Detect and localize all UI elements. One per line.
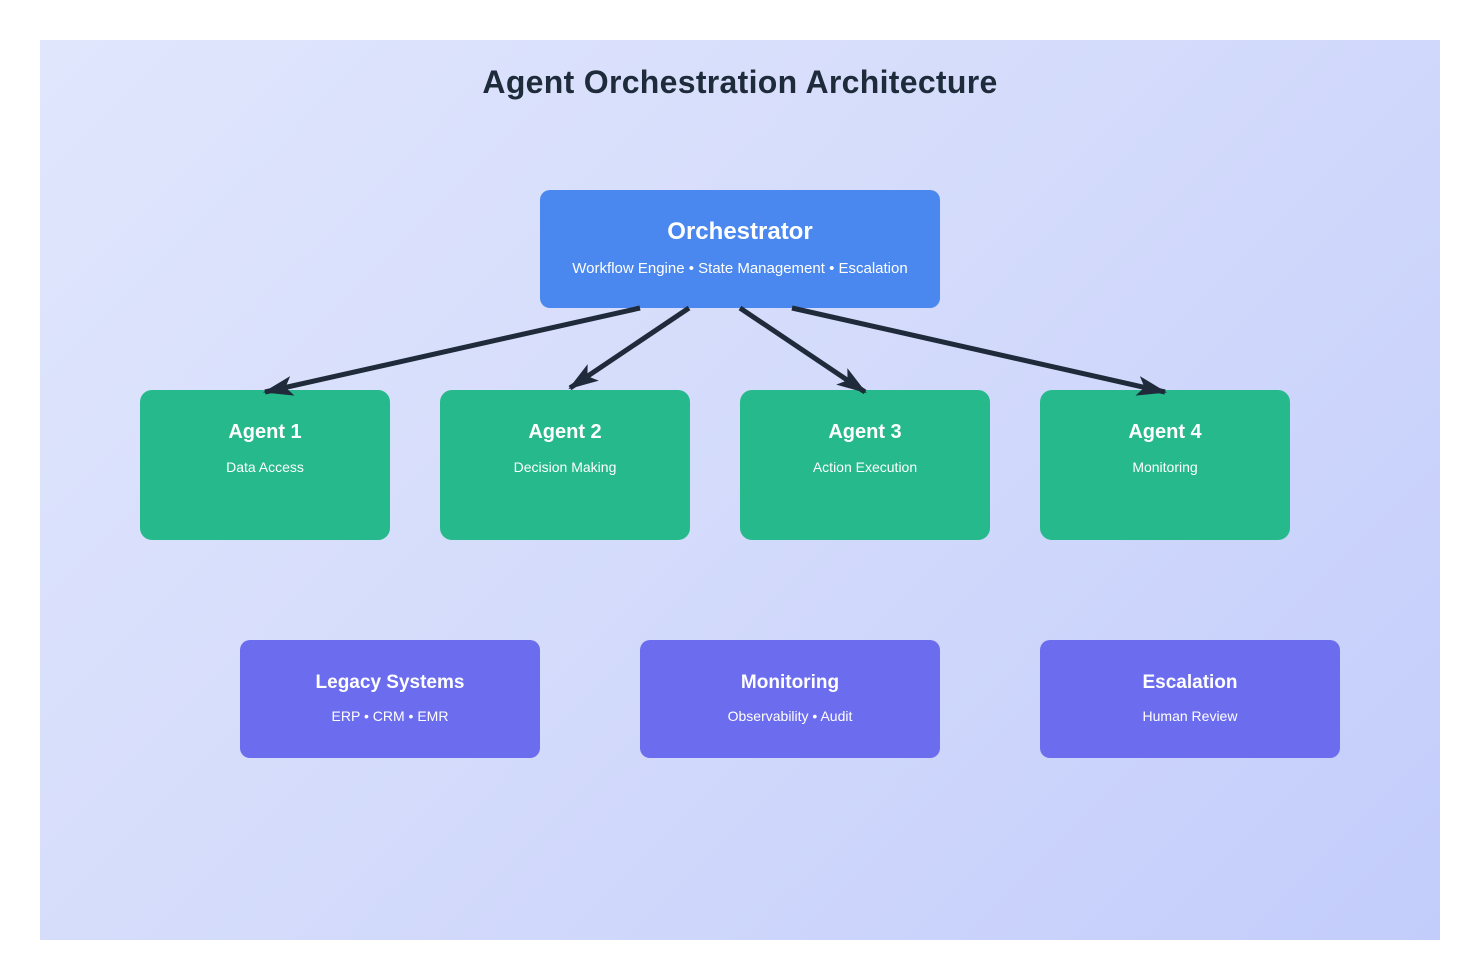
node-monitoring: Monitoring Observability • Audit [640, 640, 940, 758]
node-agent-1-title: Agent 1 [228, 421, 302, 443]
node-agent-4-subtitle: Monitoring [1132, 459, 1198, 475]
node-escalation-subtitle: Human Review [1142, 707, 1238, 724]
node-monitoring-subtitle: Observability • Audit [727, 707, 853, 724]
node-escalation: Escalation Human Review [1040, 640, 1340, 758]
diagram-title: Agent Orchestration Architecture [482, 64, 998, 100]
node-agent-4: Agent 4 Monitoring [1040, 390, 1290, 540]
node-agent-2-subtitle: Decision Making [513, 459, 617, 475]
node-agent-1-subtitle: Data Access [226, 459, 304, 475]
node-agent-3-title: Agent 3 [828, 421, 902, 443]
node-monitoring-title: Monitoring [740, 672, 840, 693]
node-agent-3: Agent 3 Action Execution [740, 390, 990, 540]
node-agent-2-title: Agent 2 [528, 421, 602, 443]
arrow-orchestrator-to-agent-1 [263, 305, 641, 396]
node-escalation-title: Escalation [1142, 672, 1238, 693]
arrow-orchestrator-to-agent-4 [791, 305, 1167, 396]
node-orchestrator-title: Orchestrator [667, 218, 813, 245]
node-agent-3-subtitle: Action Execution [812, 459, 918, 475]
node-agent-2: Agent 2 Decision Making [440, 390, 690, 540]
diagram-canvas: Agent Orchestration Architecture Orchest… [40, 40, 1440, 940]
node-legacy-systems-title: Legacy Systems [315, 672, 465, 693]
node-legacy-systems-subtitle: ERP • CRM • EMR [331, 707, 449, 724]
arrow-orchestrator-to-agent-2 [568, 305, 691, 391]
arrow-orchestrator-to-agent-3 [738, 305, 867, 395]
node-orchestrator-subtitle: Workflow Engine • State Management • Esc… [572, 259, 908, 277]
node-orchestrator: Orchestrator Workflow Engine • State Man… [540, 190, 940, 308]
node-legacy-systems: Legacy Systems ERP • CRM • EMR [240, 640, 540, 758]
node-agent-1: Agent 1 Data Access [140, 390, 390, 540]
node-agent-4-title: Agent 4 [1128, 421, 1202, 443]
